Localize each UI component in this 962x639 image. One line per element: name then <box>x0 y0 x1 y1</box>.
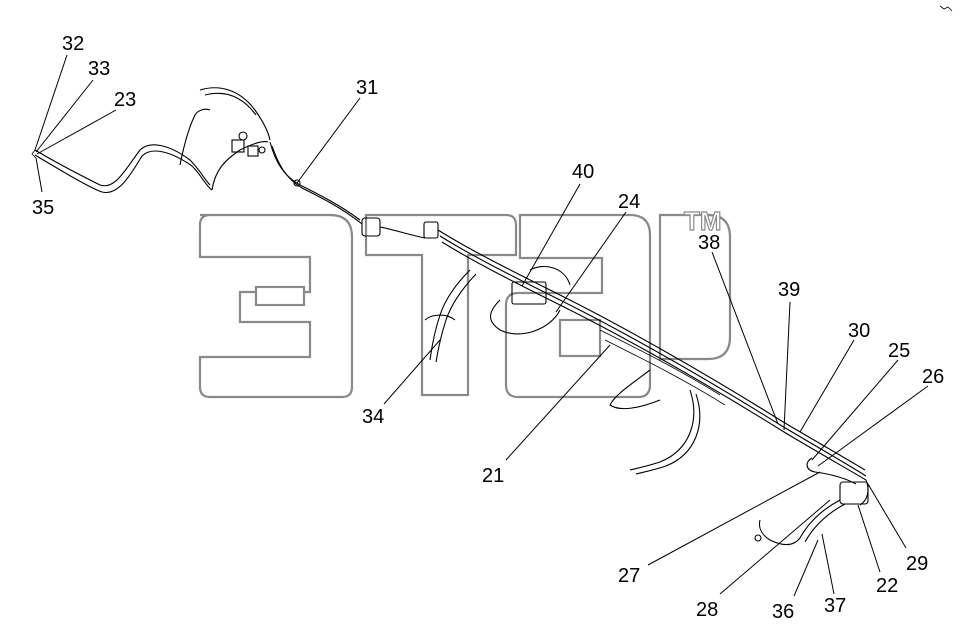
corner-mark <box>939 5 953 12</box>
callout-38: 38 <box>698 232 720 254</box>
callout-24: 24 <box>618 191 640 213</box>
callout-28: 28 <box>696 599 718 621</box>
callout-29: 29 <box>906 553 928 575</box>
watermark-tm: TM <box>684 206 722 236</box>
callout-25: 25 <box>888 340 910 362</box>
callout-30: 30 <box>848 320 870 342</box>
callout-39: 39 <box>778 279 800 301</box>
callout-40: 40 <box>572 161 594 183</box>
callout-36: 36 <box>772 601 794 623</box>
callout-31: 31 <box>356 77 378 99</box>
callout-37: 37 <box>824 595 846 617</box>
callout-34: 34 <box>362 406 384 428</box>
watermark-logo: TM <box>198 205 732 399</box>
callout-22: 22 <box>876 575 898 597</box>
callout-35: 35 <box>32 197 54 219</box>
callout-32: 32 <box>62 33 84 55</box>
callout-33: 33 <box>88 58 110 80</box>
callout-23: 23 <box>114 89 136 111</box>
callout-27: 27 <box>618 565 640 587</box>
callouts: 32 33 23 35 31 40 24 38 39 30 25 26 34 2… <box>32 33 944 623</box>
callout-26: 26 <box>922 366 944 388</box>
pipe-runs <box>31 87 869 546</box>
leader-lines <box>34 54 929 597</box>
callout-21: 21 <box>482 465 504 487</box>
